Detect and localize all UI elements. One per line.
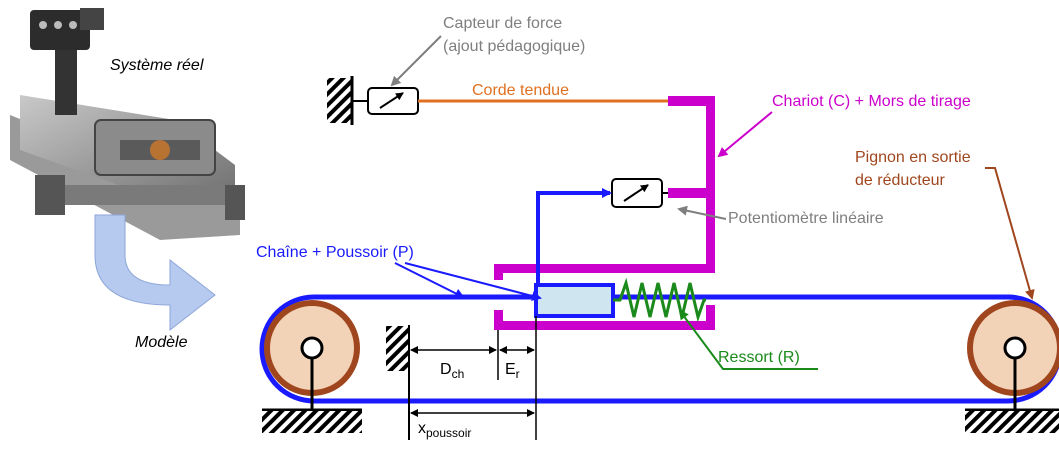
potentiometer-pointer xyxy=(677,205,727,220)
chariot-frame xyxy=(494,96,715,330)
chariot-pointer xyxy=(717,111,773,158)
right-pulley xyxy=(965,300,1059,433)
spring xyxy=(613,277,706,323)
potentiometer-gauge-icon xyxy=(623,184,649,202)
real-system-label: Système réel xyxy=(110,57,204,74)
real-system-photo xyxy=(10,8,245,240)
top-fixed-wall xyxy=(327,78,352,123)
reference-wall xyxy=(386,326,408,371)
force-sensor-pointer xyxy=(390,35,442,87)
potentiometer-label: Potentiomètre linéaire xyxy=(728,210,884,227)
pinion-pointer xyxy=(985,167,1035,300)
chain-pusher-label: Chaîne + Poussoir (P) xyxy=(256,244,414,261)
chain-pointer xyxy=(394,262,465,298)
chariot-label: Chariot (C) + Mors de tirage xyxy=(772,93,971,110)
spring-pointer xyxy=(678,309,818,370)
chain-belt xyxy=(259,294,1059,404)
model-label: Modèle xyxy=(135,334,188,351)
force-sensor-label-line1: Capteur de force xyxy=(443,15,562,32)
cord-label: Corde tendue xyxy=(472,82,569,99)
model-transform-arrow xyxy=(94,214,216,332)
x-pusher-label: xpoussoir xyxy=(418,420,471,440)
d-ch-label: Dch xyxy=(440,361,464,381)
force-sensor-box xyxy=(367,87,419,115)
pinion-label-line2: de réducteur xyxy=(855,172,946,189)
pinion-label-line1: Pignon en sortie xyxy=(855,149,971,166)
spring-label: Ressort (R) xyxy=(718,349,800,366)
force-sensor-gauge-icon xyxy=(379,92,404,109)
pusher-pointer xyxy=(404,262,542,301)
pusher-link xyxy=(536,188,612,287)
left-pulley xyxy=(262,300,362,433)
pusher-block xyxy=(534,283,615,318)
e-r-label: Er xyxy=(505,361,520,381)
force-sensor-label-line2: (ajout pédagogique) xyxy=(443,38,585,55)
